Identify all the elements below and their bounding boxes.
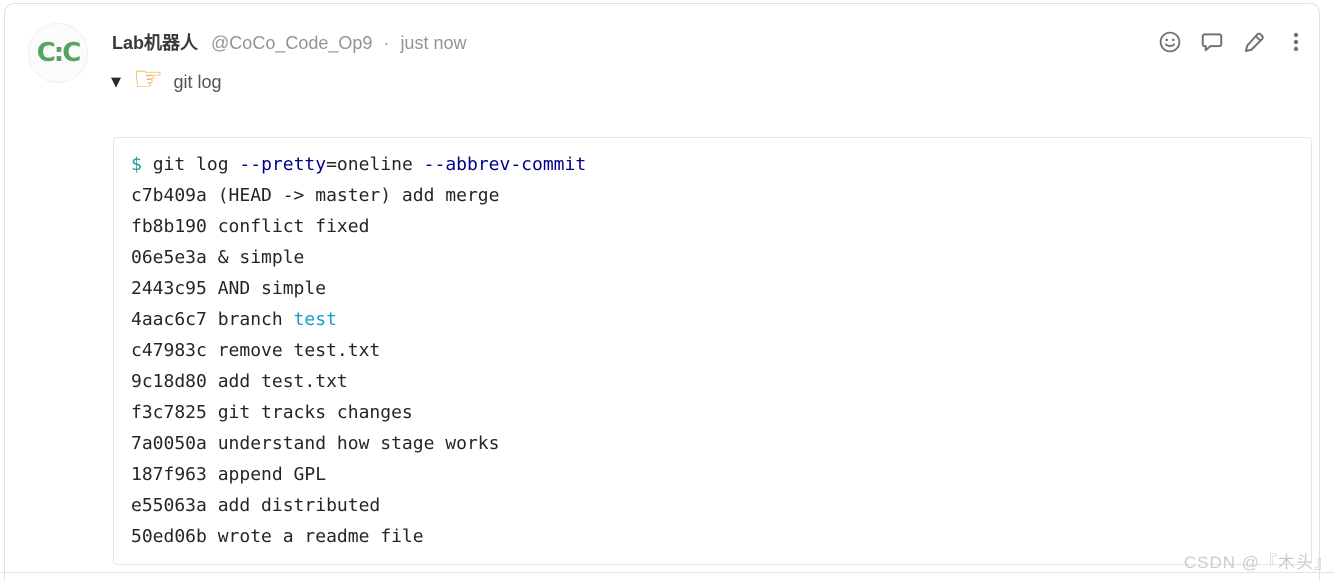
pointing-hand-icon: ☞	[133, 59, 164, 99]
separator-dot: ·	[383, 33, 390, 53]
avatar[interactable]: C:C	[28, 23, 88, 83]
edit-button[interactable]	[1242, 30, 1266, 54]
collapsible-summary[interactable]: ▼ ☞ git log	[111, 62, 222, 96]
code-line: 4aac6c7 branch test	[131, 309, 337, 330]
code-line: fb8b190 conflict fixed	[131, 216, 370, 237]
more-options-button[interactable]	[1284, 30, 1308, 54]
emoji-reaction-button[interactable]	[1158, 30, 1182, 54]
code-line: e55063a add distributed	[131, 495, 381, 516]
code-line: 06e5e3a & simple	[131, 247, 305, 268]
smiley-icon	[1158, 30, 1182, 54]
username[interactable]: Lab机器人	[112, 33, 199, 53]
kebab-menu-icon	[1284, 30, 1308, 54]
code-line: 2443c95 AND simple	[131, 278, 327, 299]
comment-header: Lab机器人 @CoCo_Code_Op9 · just now	[112, 29, 466, 55]
code-line: 7a0050a understand how stage works	[131, 433, 500, 454]
watermark: CSDN @『木头』	[1183, 553, 1332, 572]
avatar-logo: C:C	[36, 38, 82, 68]
bottom-divider	[0, 572, 1334, 573]
comment-actions	[1158, 30, 1308, 54]
code-line: c7b409a (HEAD -> master) add merge	[131, 185, 500, 206]
code-line: $ git log --pretty=oneline --abbrev-comm…	[131, 154, 587, 175]
pencil-icon	[1242, 30, 1266, 54]
collapse-triangle-icon[interactable]: ▼	[111, 74, 121, 90]
code-lines: $ git log --pretty=oneline --abbrev-comm…	[131, 149, 1294, 552]
code-line: c47983c remove test.txt	[131, 340, 381, 361]
comment-button[interactable]	[1200, 30, 1224, 54]
code-line: f3c7825 git tracks changes	[131, 402, 413, 423]
code-line: 187f963 append GPL	[131, 464, 327, 485]
timestamp: just now	[400, 33, 467, 53]
code-line: 9c18d80 add test.txt	[131, 371, 348, 392]
speech-bubble-icon	[1200, 30, 1224, 54]
code-line: 50ed06b wrote a readme file	[131, 526, 424, 547]
summary-label: git log	[173, 71, 222, 92]
user-handle[interactable]: @CoCo_Code_Op9	[211, 33, 373, 53]
code-block: $ git log --pretty=oneline --abbrev-comm…	[113, 137, 1312, 565]
